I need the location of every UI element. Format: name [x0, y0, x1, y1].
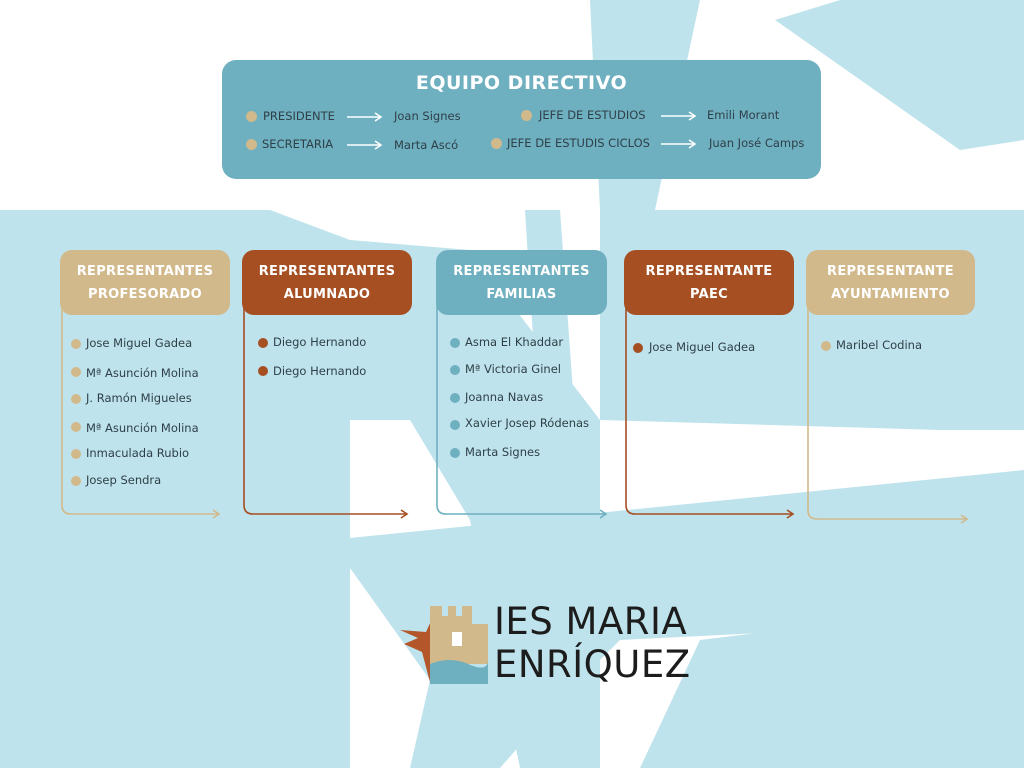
member-name: Joanna Navas	[465, 390, 544, 404]
bullet-dot	[246, 139, 257, 150]
member-dot	[450, 420, 460, 430]
role-president: PRESIDENTE	[263, 109, 335, 123]
person-head-of-cycles: Juan José Camps	[709, 136, 805, 150]
person-head-of-studies: Emili Morant	[707, 108, 780, 122]
bullet-dot	[521, 110, 532, 121]
logo-text-line2: ENRÍQUEZ	[494, 643, 691, 686]
group-title-ayuntamiento: REPRESENTANTE AYUNTAMIENTO	[827, 263, 954, 302]
member-name: Mª Asunción Molina	[86, 421, 199, 435]
group-header-paec: REPRESENTANTE PAEC	[624, 250, 794, 315]
arrow-right-icon	[347, 112, 383, 122]
member-dot	[258, 338, 268, 348]
group-bracket-profesorado	[61, 302, 221, 519]
member-name: Diego Hernando	[273, 364, 367, 378]
arrow-right-icon	[661, 139, 697, 149]
member-dot	[71, 339, 81, 349]
member-dot	[71, 394, 81, 404]
member-dot	[450, 365, 460, 375]
member-name: Jose Miguel Gadea	[649, 340, 756, 354]
group-header-alumnado: REPRESENTANTES ALUMNADO	[242, 250, 412, 315]
arrow-right-icon	[661, 111, 697, 121]
school-logo-icon	[400, 606, 488, 684]
member-dot	[821, 341, 831, 351]
member-dot	[71, 422, 81, 432]
logo-text-line1: IES MARIA	[494, 600, 688, 643]
member-name: Marta Signes	[465, 445, 541, 459]
member-dot	[450, 338, 460, 348]
member-dot	[71, 449, 81, 459]
group-bracket-alumnado	[243, 302, 409, 519]
arrow-right-icon	[347, 140, 383, 150]
member-dot	[258, 366, 268, 376]
bullet-dot	[491, 138, 502, 149]
bullet-dot	[246, 111, 257, 122]
person-president: Joan Signes	[394, 109, 461, 123]
member-dot	[71, 367, 81, 377]
member-name: Mª Asunción Molina	[86, 366, 199, 380]
member-name: J. Ramón Migueles	[86, 391, 192, 405]
member-name: Mª Victoria Ginel	[465, 362, 561, 376]
role-head-of-cycles: JEFE DE ESTUDIS CICLOS	[507, 136, 650, 150]
member-name: Xavier Josep Ródenas	[465, 416, 590, 430]
executive-team-box: EQUIPO DIRECTIVO PRESIDENTE Joan Signes …	[222, 60, 821, 179]
member-name: Inmaculada Rubio	[86, 446, 190, 460]
member-dot	[450, 448, 460, 458]
group-header-familias: REPRESENTANTES FAMILIAS	[436, 250, 607, 315]
group-bracket-paec	[625, 302, 795, 519]
group-title-familias: REPRESENTANTES FAMILIAS	[453, 263, 590, 302]
member-dot	[450, 393, 460, 403]
member-name: Maribel Codina	[836, 338, 923, 352]
group-bracket-ayuntamiento	[807, 302, 969, 524]
member-name: Asma El Khaddar	[465, 335, 564, 349]
role-secretary: SECRETARIA	[262, 137, 334, 151]
group-title-alumnado: REPRESENTANTES ALUMNADO	[258, 263, 396, 302]
member-name: Diego Hernando	[273, 335, 367, 349]
member-dot	[71, 476, 81, 486]
group-title-profesorado: REPRESENTANTES PROFESORADO	[76, 263, 214, 302]
role-head-of-studies: JEFE DE ESTUDIOS	[539, 108, 646, 122]
member-name: Josep Sendra	[86, 473, 162, 487]
member-dot	[633, 343, 643, 353]
member-name: Jose Miguel Gadea	[86, 336, 193, 350]
group-header-ayuntamiento: REPRESENTANTE AYUNTAMIENTO	[806, 250, 975, 315]
group-title-paec: REPRESENTANTE PAEC	[645, 263, 773, 302]
group-bracket-familias	[436, 302, 608, 519]
group-header-profesorado: REPRESENTANTES PROFESORADO	[60, 250, 230, 315]
executive-team-title: EQUIPO DIRECTIVO	[415, 72, 628, 94]
person-secretary: Marta Ascó	[394, 138, 459, 152]
